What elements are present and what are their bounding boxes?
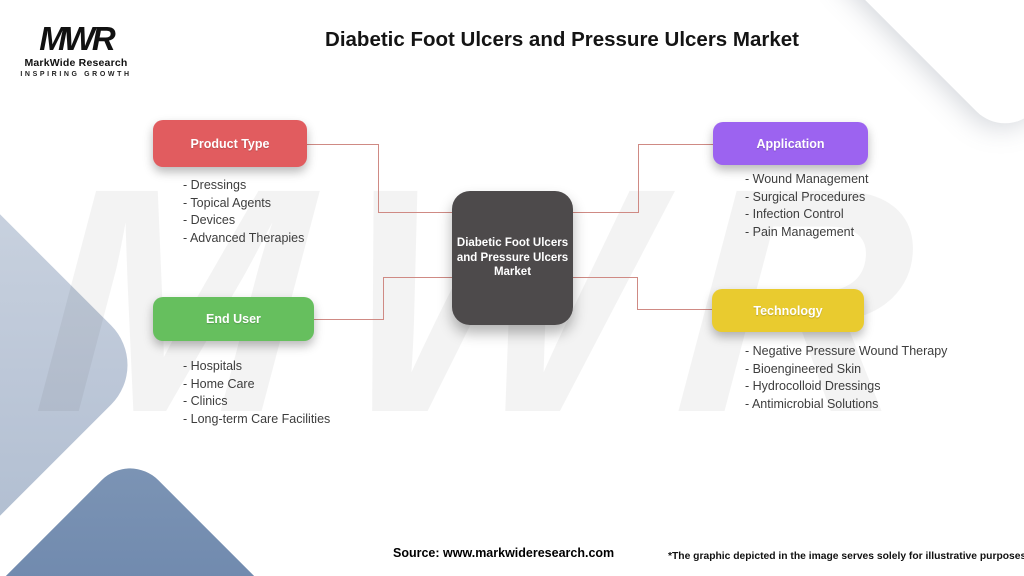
list-item: - Surgical Procedures [745,189,866,204]
list-item: - Home Care [183,376,255,391]
segment-list-end-user: - Hospitals - Home Care - Clinics - Long-te… [183,358,330,428]
connector-product-type-v [378,144,379,213]
segment-label-technology: Technology [753,303,823,318]
segment-list-technology: - Negative Pressure Wound Therapy - Bioen… [745,343,947,413]
connector-application-v [638,144,639,213]
list-item: - Wound Management [745,172,869,186]
list-item: - Clinics [183,394,228,408]
list-item: - Hospitals [183,359,243,373]
list-item: - Hydrocolloid Dressings [745,379,881,393]
list-item: and Pressure Ulcers [456,251,569,264]
connector-technology-v [637,277,638,310]
logo-tagline: INSPIRING GROWTH [20,71,132,78]
connector-end-user-h2 [383,277,452,278]
connector-application-h1 [573,212,638,213]
list-item: - Antimicrobial Solutions [745,396,879,411]
logo-company-name: MarkWide Research [24,57,128,69]
segment-label-application: Application [756,136,825,151]
segment-box-product-type: Product Type [153,120,307,167]
segment-label-product-type: Product Type [190,136,270,151]
connector-technology-h2 [637,309,712,310]
segment-box-technology: Technology [712,289,864,332]
connector-technology-h1 [573,277,637,278]
segment-label-end-user: End User [206,312,261,326]
connector-product-type-h2 [378,212,452,213]
list-item: - Dressings [183,178,247,192]
list-item: - Negative Pressure Wound Therapy [745,344,948,358]
list-item: - Infection Control [745,207,844,221]
segment-box-application: Application [713,122,868,165]
list-item: - Long-term Care Facilities [183,411,331,426]
list-item: - Bioengineered Skin [745,361,862,376]
list-item: Market [493,266,532,279]
page-title: Diabetic Foot Ulcers and Pressure Ulcers… [325,28,799,51]
connector-product-type-h1 [307,144,379,145]
logo-brand-mark: MWR [39,20,115,57]
list-item: Diabetic Foot Ulcers [456,237,569,250]
segment-list-application: - Wound Management - Surgical Procedures -… [745,171,868,241]
decor-diamond-white [821,0,1024,140]
connector-end-user-v [383,277,384,320]
logo: MWR MarkWide Research INSPIRING GROWTH [20,20,132,79]
connector-application-h2 [638,144,713,145]
segment-list-product-type: - Dressings - Topical Agents - Devices - Ad… [183,177,304,247]
list-item: - Topical Agents [183,195,272,210]
disclaimer-text: *The graphic depicted in the image serve… [668,551,1024,562]
list-item: - Devices [183,213,236,227]
segment-box-end-user: End User [153,297,314,341]
connector-end-user-h1 [314,319,384,320]
list-item: - Pain Management [745,224,855,239]
list-item: - Advanced Therapies [183,230,305,245]
source-text: Source: www.markwideresearch.com [393,546,615,560]
